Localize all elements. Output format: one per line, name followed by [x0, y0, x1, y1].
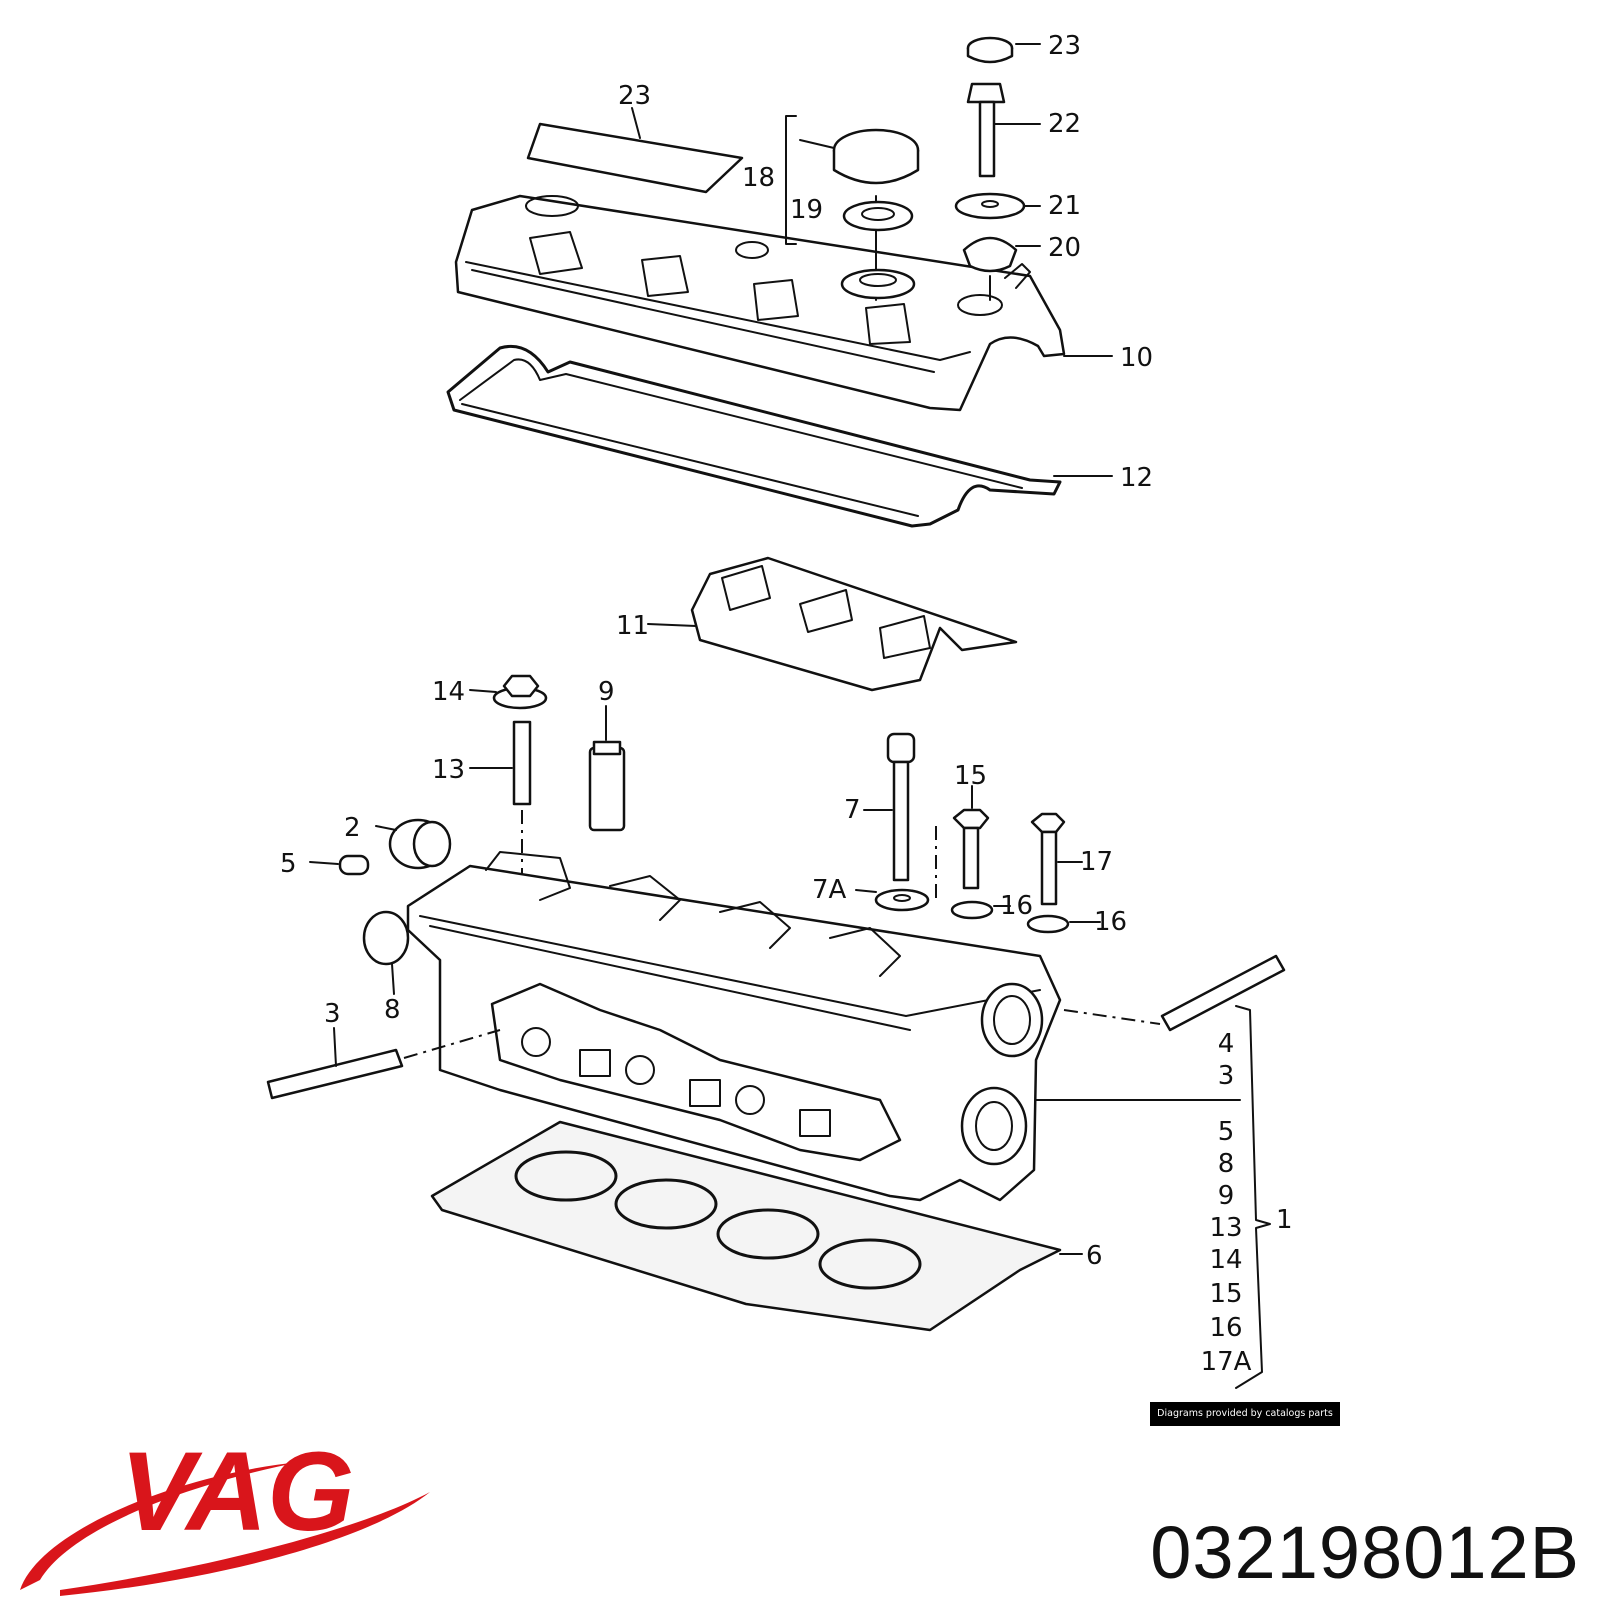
label-15: 15	[954, 761, 987, 791]
label-7: 7	[844, 795, 861, 825]
label-19: 19	[790, 195, 823, 225]
label-14: 14	[432, 677, 465, 707]
part-15-bolt	[952, 785, 990, 890]
part-5-dowel-pin	[309, 854, 370, 876]
label-20: 20	[1048, 233, 1081, 263]
kit-item: 16	[1209, 1313, 1242, 1343]
part-21-washer	[954, 192, 1041, 220]
logo-text: VAG	[120, 1429, 354, 1554]
part-17-bolt	[1030, 812, 1083, 906]
part-8-plug	[362, 910, 410, 995]
diagram-credit: Diagrams provided by catalogs parts	[1150, 1402, 1340, 1426]
kit-item: 14	[1209, 1245, 1242, 1275]
part-23-label-plate	[526, 107, 744, 194]
kit-item: 8	[1218, 1149, 1235, 1179]
part-3-stud-left	[266, 1027, 501, 1100]
part-10-valve-cover	[454, 194, 1113, 412]
part-12-cover-gasket	[446, 345, 1113, 528]
label-17: 17	[1080, 847, 1113, 877]
label-2: 2	[344, 813, 361, 843]
kit-item: 15	[1209, 1279, 1242, 1309]
label-8: 8	[384, 995, 401, 1025]
part-20-grommet	[962, 236, 1041, 301]
label-21: 21	[1048, 191, 1081, 221]
part-16-washer-a	[950, 900, 1011, 920]
label-16-b: 16	[1094, 907, 1127, 937]
label-22: 22	[1048, 109, 1081, 139]
part-1-kit-bracket	[1235, 1005, 1271, 1389]
label-5: 5	[280, 849, 297, 879]
label-10: 10	[1120, 343, 1153, 373]
label-1: 1	[1276, 1205, 1293, 1235]
part-3-stud-right	[1063, 954, 1286, 1032]
part-22-stud-bolt	[966, 82, 1041, 178]
part-18-oil-filler-cap	[785, 115, 920, 301]
part-6-head-gasket	[430, 1120, 1083, 1332]
part-9-hydraulic-lifter	[588, 705, 626, 832]
label-13: 13	[432, 755, 465, 785]
part-11-oil-baffle	[647, 556, 1018, 692]
kit-item: 9	[1218, 1181, 1235, 1211]
label-12: 12	[1120, 463, 1153, 493]
label-9: 9	[598, 677, 615, 707]
kit-item: 5	[1218, 1117, 1235, 1147]
part-number: 032198012B	[1150, 1511, 1580, 1594]
part-1-cylinder-head	[406, 851, 1241, 1202]
label-16-a: 16	[1000, 891, 1033, 921]
label-6: 6	[1086, 1241, 1103, 1271]
part-2-seal-ring	[375, 818, 452, 870]
part-23-rubber-cap	[966, 36, 1041, 64]
kit-item: 3	[1218, 1061, 1235, 1091]
logo-swoosh-lower	[60, 1492, 430, 1596]
kit-item: 4	[1218, 1029, 1235, 1059]
kit-item: 17A	[1201, 1347, 1252, 1377]
part-13-stud	[469, 720, 532, 880]
label-23-plate: 23	[618, 81, 651, 111]
vag-logo: VAG	[20, 1429, 430, 1596]
label-18: 18	[742, 163, 775, 193]
part-16-washer-b	[1026, 914, 1101, 934]
part-7a-washer	[855, 888, 930, 912]
label-11: 11	[616, 611, 649, 641]
part-14-nut	[469, 674, 548, 710]
part-7-head-bolt	[863, 732, 937, 900]
part-19-cap-seal	[840, 200, 916, 300]
label-3: 3	[324, 999, 341, 1029]
label-7a: 7A	[812, 875, 847, 905]
label-23-cap: 23	[1048, 31, 1081, 61]
kit-item: 13	[1209, 1213, 1242, 1243]
